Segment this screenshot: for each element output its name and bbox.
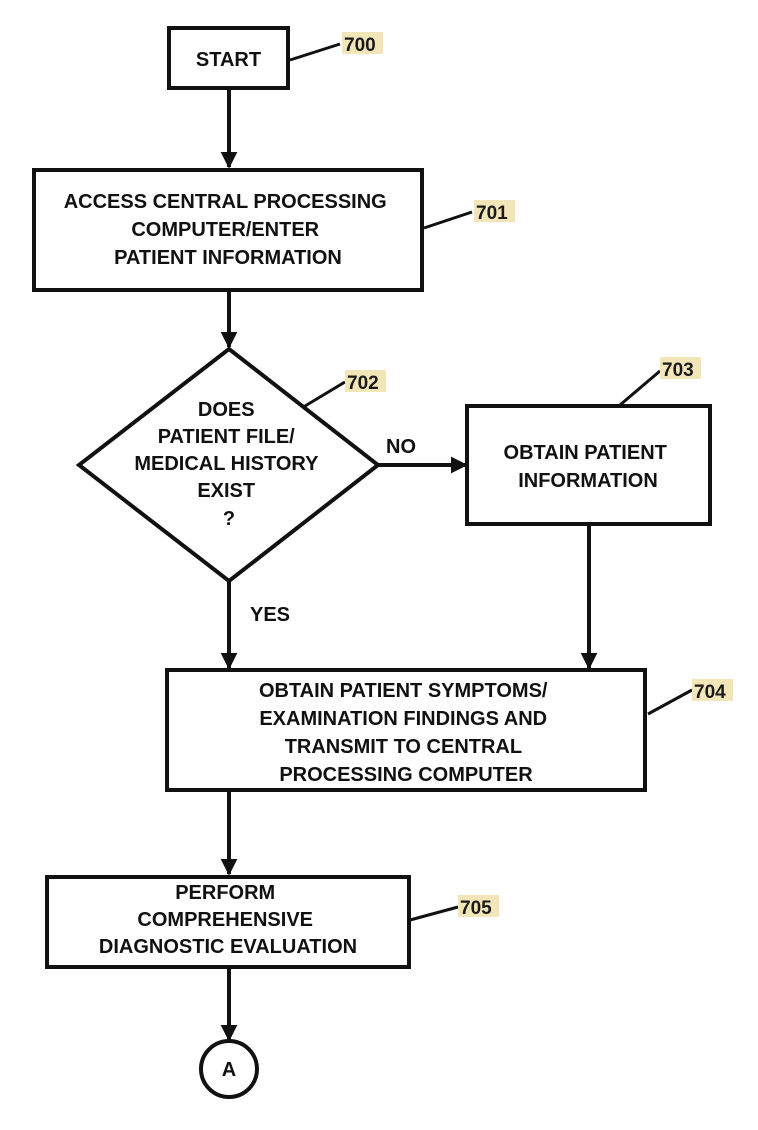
node-decision-patient-file-exists: DOES PATIENT FILE/ MEDICAL HISTORY EXIST… [75, 346, 382, 584]
connector-a: A [199, 1039, 259, 1099]
node-symptoms-label: OBTAIN PATIENT SYMPTOMS/ EXAMINATION FIN… [259, 680, 553, 786]
edge-label-yes: YES [250, 604, 290, 626]
ref-703-label: 703 [662, 360, 694, 381]
connector-a-label: A [222, 1059, 236, 1081]
ref-702-label: 702 [347, 373, 379, 394]
node-start-label: START [196, 49, 261, 71]
ref-705-label: 705 [460, 898, 492, 919]
node-obtain-patient-information: OBTAIN PATIENT INFORMATION [465, 404, 712, 526]
node-decision-label: DOES PATIENT FILE/ MEDICAL HISTORY EXIST… [134, 399, 323, 530]
ref-701-label: 701 [476, 203, 508, 224]
leader-705 [409, 905, 459, 922]
leader-702 [304, 380, 346, 408]
ref-703: 703 [660, 357, 701, 381]
ref-700: 700 [342, 32, 383, 56]
ref-704: 704 [692, 679, 733, 703]
node-access-central-processing: ACCESS CENTRAL PROCESSING COMPUTER/ENTER… [32, 168, 424, 292]
node-obtain-symptoms: OBTAIN PATIENT SYMPTOMS/ EXAMINATION FIN… [165, 668, 647, 792]
ref-701: 701 [474, 200, 515, 224]
ref-700-label: 700 [344, 35, 376, 56]
leader-703 [619, 369, 661, 407]
node-evaluation-label: PERFORM COMPREHENSIVE DIAGNOSTIC EVALUAT… [99, 882, 357, 958]
node-diagnostic-evaluation: PERFORM COMPREHENSIVE DIAGNOSTIC EVALUAT… [45, 875, 411, 969]
ref-704-label: 704 [694, 682, 726, 703]
edge-label-no: NO [386, 436, 416, 458]
ref-705: 705 [458, 895, 499, 919]
leader-701 [423, 210, 473, 230]
node-start: START [167, 26, 290, 90]
node-obtain-info-label: OBTAIN PATIENT INFORMATION [504, 442, 673, 492]
node-access-label: ACCESS CENTRAL PROCESSING COMPUTER/ENTER… [64, 191, 393, 269]
leader-700 [289, 42, 341, 62]
ref-702: 702 [345, 370, 386, 394]
leader-704 [647, 688, 693, 716]
